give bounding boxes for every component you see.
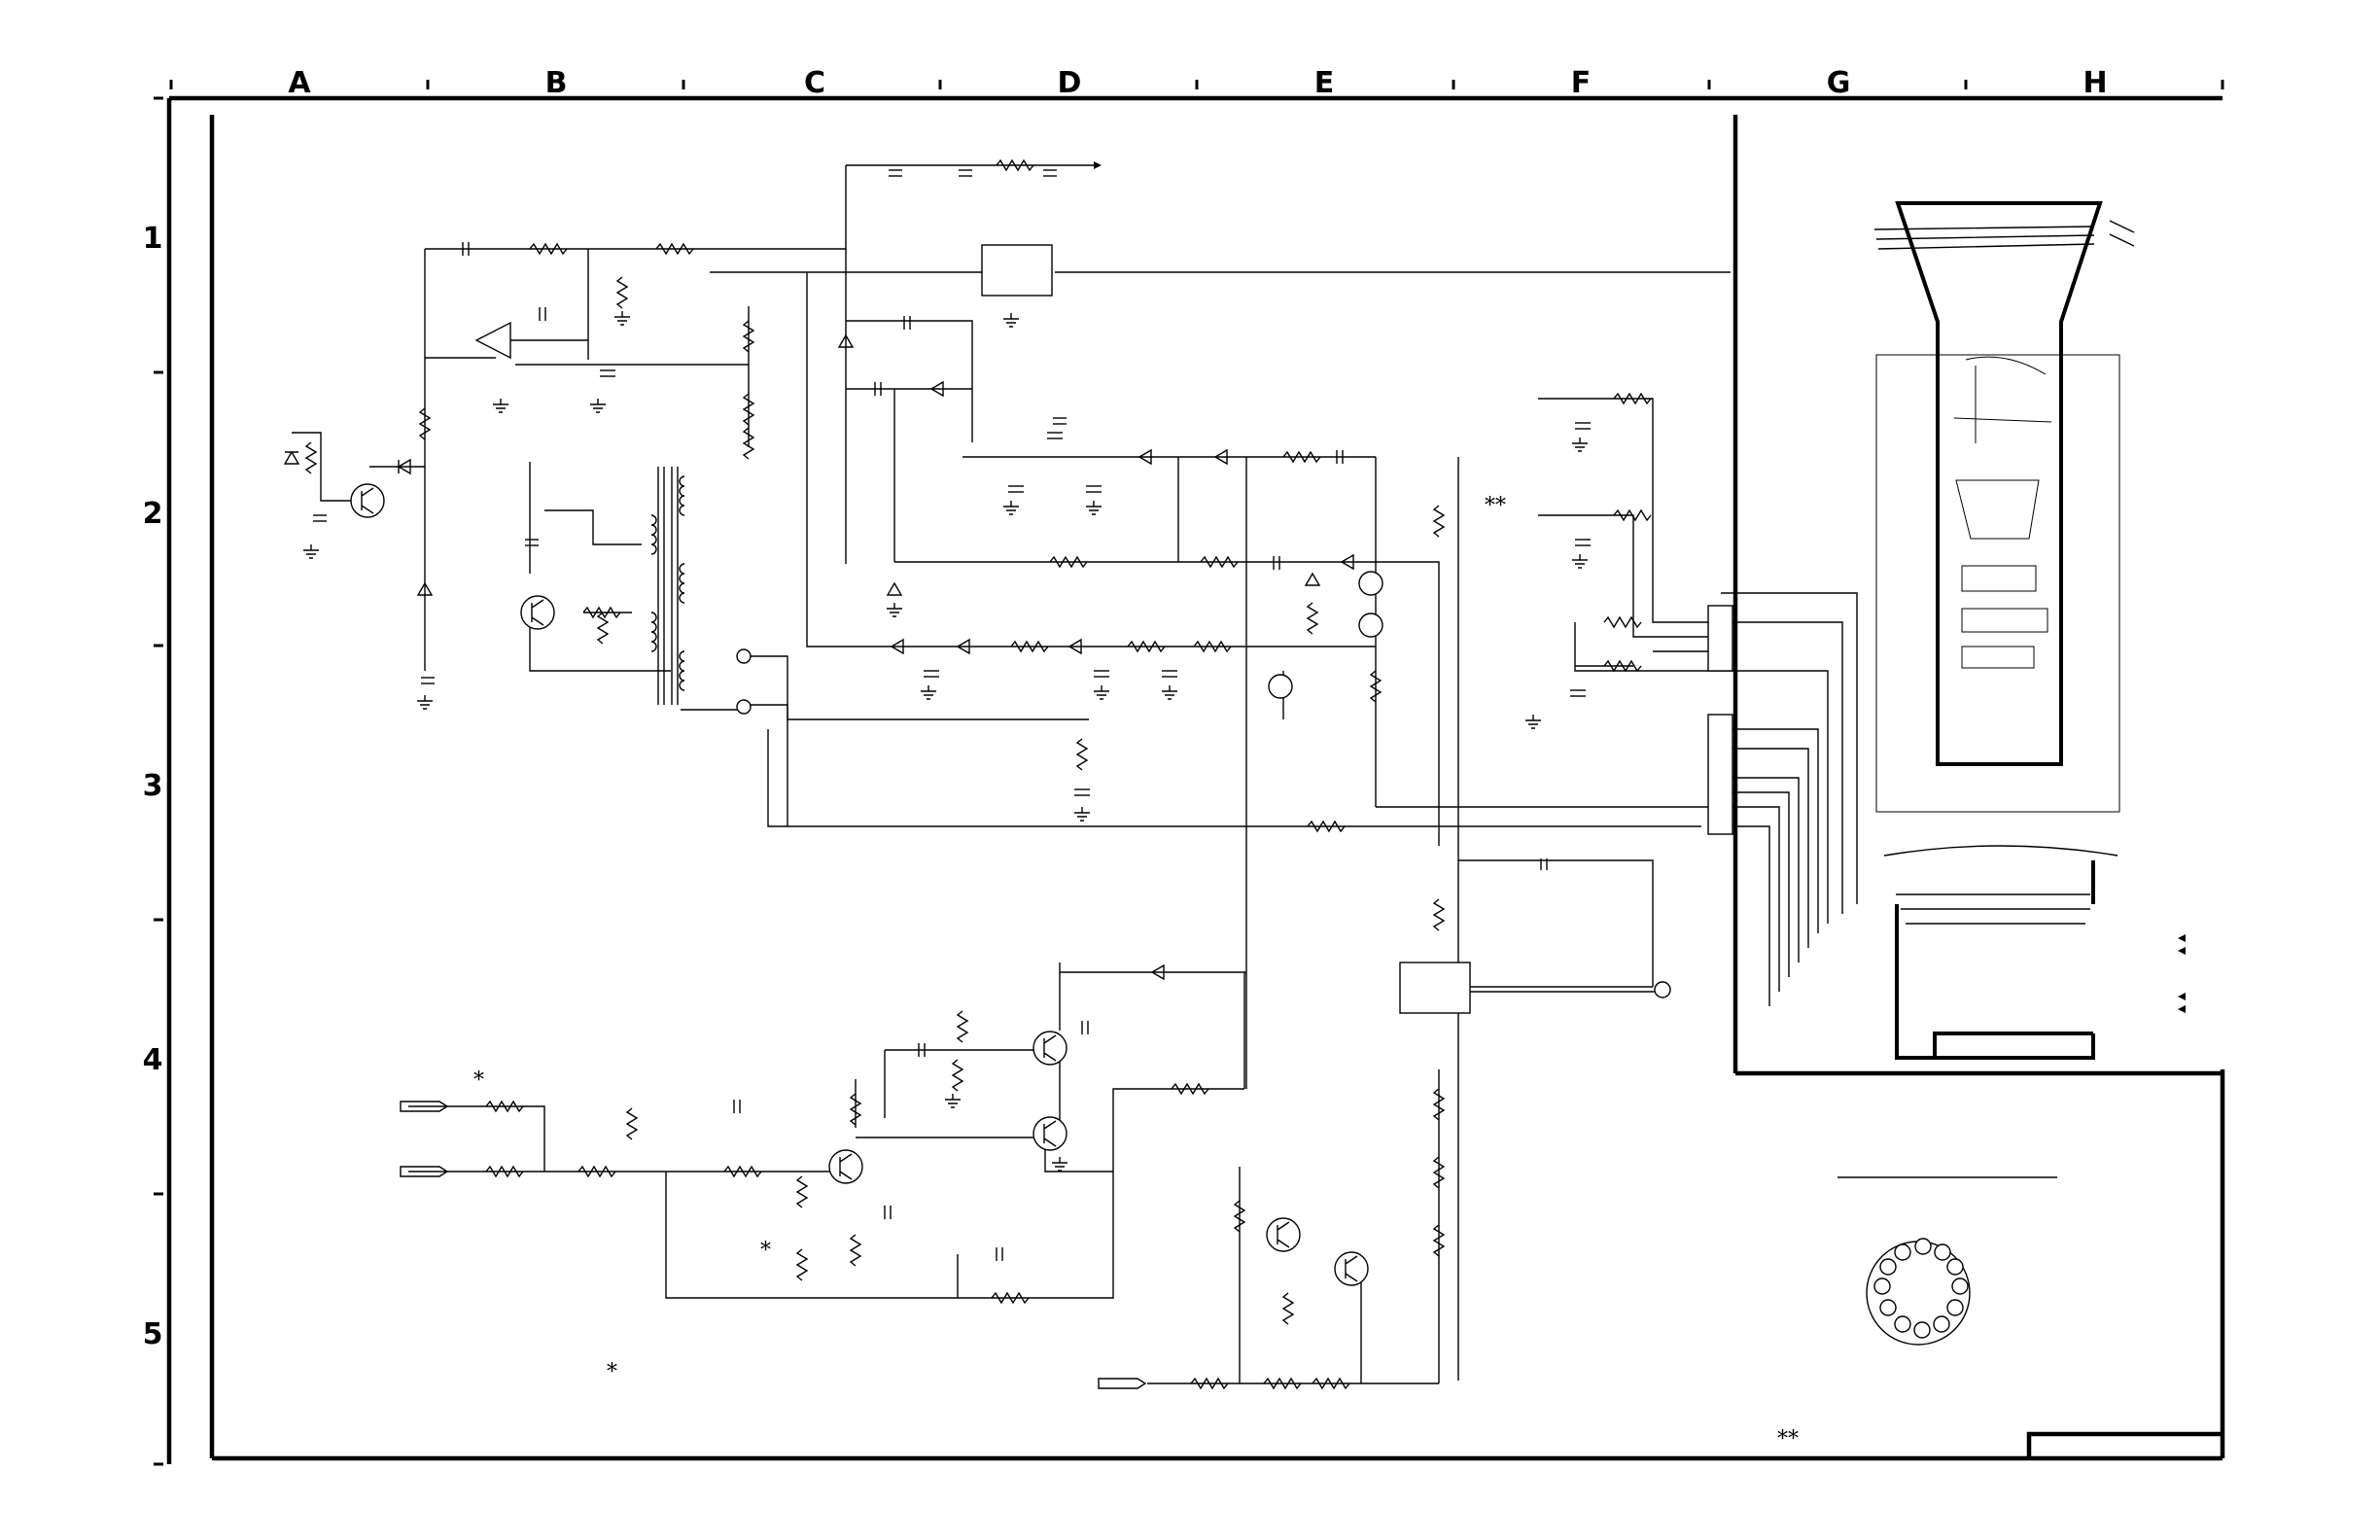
connector-icon — [1708, 606, 1732, 834]
row-label: 4 — [143, 1043, 163, 1077]
diode-icon — [285, 335, 1353, 979]
column-label: D — [1058, 66, 1082, 100]
note-double-asterisk: ** — [1485, 494, 1506, 518]
column-label: C — [804, 66, 825, 100]
op-amp-icon — [476, 323, 510, 358]
row-label: 5 — [143, 1317, 163, 1351]
transformer-icon — [651, 467, 684, 705]
spark-gap-icon — [737, 572, 1670, 998]
column-label: F — [1571, 66, 1592, 100]
column-label: G — [1827, 66, 1851, 100]
column-label: B — [545, 66, 568, 100]
crt-tube-icon — [1874, 203, 2134, 1058]
row-label: 2 — [143, 497, 163, 531]
row-labels: 1 2 3 4 5 — [143, 222, 163, 1351]
transistor-icon — [351, 484, 1368, 1285]
input-terminal[interactable] — [401, 1102, 1145, 1388]
wiring — [292, 165, 1857, 1383]
row-label: 3 — [143, 769, 163, 803]
column-label: A — [288, 66, 311, 100]
output-arrow — [1094, 161, 2186, 1013]
column-label: H — [2082, 66, 2107, 100]
row-label: 1 — [143, 222, 163, 256]
note-asterisk: * — [760, 1239, 771, 1263]
tube-socket-icon — [1838, 1177, 2057, 1345]
note-double-asterisk: ** — [1777, 1427, 1799, 1452]
ground-icon — [303, 311, 1588, 1171]
potentiometer-icon — [982, 245, 1470, 1013]
sheet-frame — [154, 80, 2222, 1464]
note-asterisk: * — [473, 1068, 484, 1093]
note-asterisk: * — [607, 1360, 617, 1384]
column-label: E — [1314, 66, 1335, 100]
